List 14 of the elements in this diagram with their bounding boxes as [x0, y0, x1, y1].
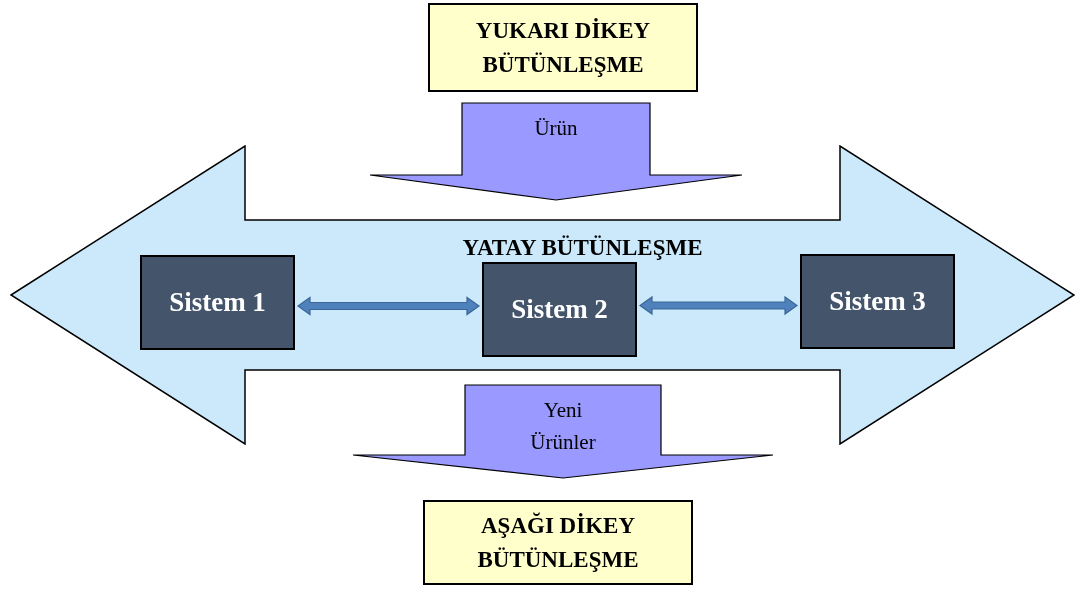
double-arrow: [296, 296, 481, 316]
band-title: YATAY BÜTÜNLEŞME: [462, 234, 703, 262]
system-label: Sistem 2: [511, 293, 608, 327]
box-title: AŞAĞI DİKEY BÜTÜNLEŞME: [476, 511, 640, 574]
system-box: [482, 262, 637, 357]
system-label: Sistem 1: [169, 286, 266, 320]
system-box: [800, 254, 955, 349]
system-box: [140, 255, 295, 350]
block-arrow: [369, 102, 743, 201]
system-label: Sistem 3: [829, 285, 926, 319]
title-box: [423, 500, 693, 585]
box-title: YUKARI DİKEY BÜTÜNLEŞME: [474, 17, 652, 79]
double-arrow: [638, 295, 799, 316]
title-box: [428, 3, 698, 92]
